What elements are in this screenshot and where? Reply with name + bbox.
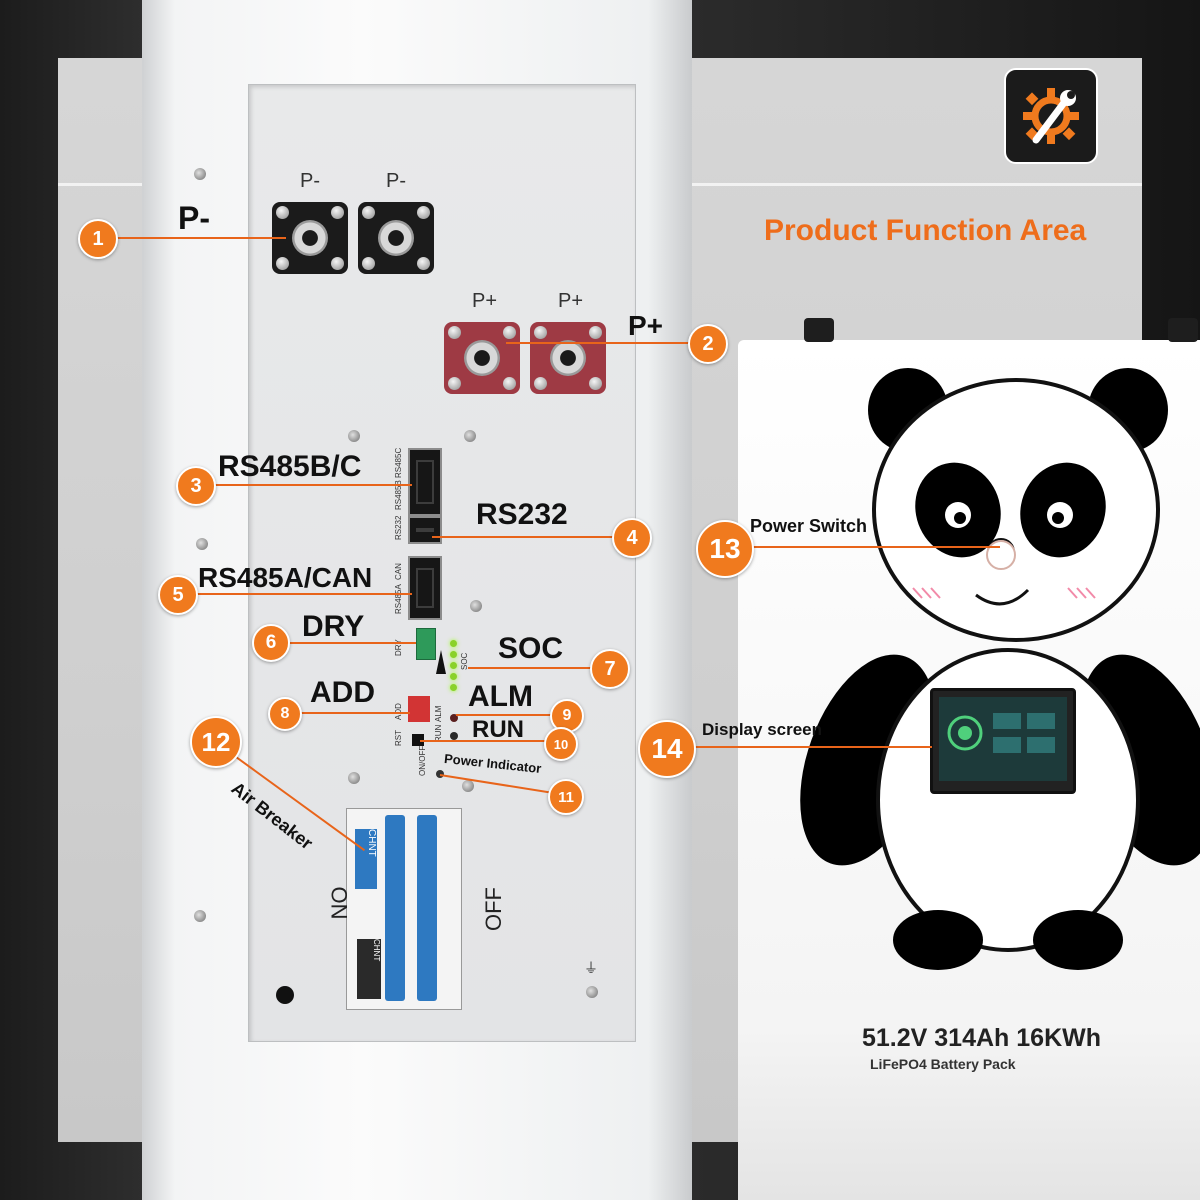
product-spec: 51.2V 314Ah 16KWh <box>862 1024 1101 1052</box>
leader-line-13 <box>720 546 1000 548</box>
rs485bc-port <box>408 448 442 516</box>
callout-badge-14: 14 <box>638 720 696 778</box>
callout-label-5: RS485A/CAN <box>198 562 373 593</box>
panda-illustration <box>800 368 1200 970</box>
callout-badge-13: 13 <box>696 520 754 578</box>
callout-label-4: RS232 <box>476 498 568 531</box>
terminal-label-pos: P+ <box>472 290 498 312</box>
alm-led <box>450 714 458 722</box>
product-subtitle: LiFePO4 Battery Pack <box>870 1056 1016 1072</box>
screw <box>462 780 474 792</box>
soc-led <box>450 640 457 647</box>
callout-badge-8: 8 <box>268 697 302 731</box>
dry-contact-connector <box>416 628 436 660</box>
leader-line-8 <box>284 712 410 714</box>
leader-line-10 <box>420 740 560 742</box>
screw <box>464 430 476 442</box>
soc-led <box>450 651 457 658</box>
callout-badge-4: 4 <box>612 518 652 558</box>
power-switch-button[interactable] <box>986 540 1016 570</box>
air-breaker[interactable]: CHNT CHNT <box>346 808 462 1010</box>
leader-line-7 <box>468 667 608 669</box>
callout-label-14: Display screen <box>702 720 823 739</box>
callout-badge-10: 10 <box>544 727 578 761</box>
callout-label-8: ADD <box>310 676 375 709</box>
display-screen <box>930 688 1076 794</box>
breaker-brand-label: CHNT <box>355 829 377 889</box>
soc-led <box>450 662 457 669</box>
screw <box>470 600 482 612</box>
rs232-port <box>408 516 442 544</box>
callout-badge-5: 5 <box>158 575 198 615</box>
soc-led <box>450 673 457 680</box>
mount-hole <box>276 986 294 1004</box>
soc-indicator-icon <box>436 650 446 674</box>
port-text-rs485c: RS485C <box>394 447 403 478</box>
callout-label-1: P- <box>178 200 210 236</box>
page-title: Product Function Area <box>764 214 1087 247</box>
callout-badge-7: 7 <box>590 649 630 689</box>
terminal-label-neg: P- <box>300 170 320 192</box>
callout-label-7: SOC <box>498 632 564 665</box>
divider-left <box>58 183 142 186</box>
callout-badge-3: 3 <box>176 466 216 506</box>
soc-led <box>450 684 457 691</box>
ground-icon: ⏚ <box>584 960 598 976</box>
callout-badge-2: 2 <box>688 324 728 364</box>
callout-badge-1: 1 <box>78 219 118 259</box>
run-led <box>450 732 458 740</box>
callout-badge-11: 11 <box>548 779 584 815</box>
port-text-on-off: ON/OFF <box>418 745 427 776</box>
positive-terminal <box>444 322 520 394</box>
screw <box>194 910 206 922</box>
callout-label-9: ALM <box>468 680 533 713</box>
port-text-alm: ALM <box>434 705 443 722</box>
port-text-can: CAN <box>394 563 403 580</box>
divider-right <box>692 183 1142 186</box>
reset-button[interactable] <box>412 734 424 746</box>
terminal-label-pos: P+ <box>558 290 584 312</box>
port-text-rst: RST <box>394 730 403 746</box>
callout-label-13: Power Switch <box>750 516 868 536</box>
leader-line-14 <box>666 746 932 748</box>
breaker-off-label: OFF <box>481 887 506 931</box>
screw <box>194 168 206 180</box>
screw <box>196 538 208 550</box>
leader-line-9 <box>456 714 566 716</box>
port-text-rs485a: RS485A <box>394 584 403 614</box>
leader-line-1 <box>96 237 286 239</box>
address-dip-switch[interactable] <box>408 696 430 722</box>
terminal-label-neg: P- <box>386 170 406 192</box>
positive-terminal <box>530 322 606 394</box>
callout-label-6: DRY <box>302 610 365 643</box>
callout-label-2: P+ <box>628 310 664 341</box>
leader-line-5 <box>176 593 412 595</box>
port-text-rs232: RS232 <box>394 515 403 540</box>
screw <box>586 986 598 998</box>
gear-wrench-icon <box>1004 68 1098 164</box>
screw <box>348 430 360 442</box>
callout-label-10: RUN <box>472 716 524 743</box>
leader-line-3 <box>194 484 412 486</box>
breaker-rating-label: CHNT <box>357 939 381 999</box>
callout-label-3: RS485B/C <box>218 450 362 483</box>
callout-badge-12: 12 <box>190 716 242 768</box>
leader-line-2 <box>506 342 706 344</box>
power-indicator-led <box>436 770 444 778</box>
screw <box>348 772 360 784</box>
leader-line-6 <box>268 642 416 644</box>
breaker-on-label: ON <box>326 886 352 920</box>
leader-line-4 <box>432 536 630 538</box>
callout-badge-6: 6 <box>252 624 290 662</box>
rs485a-can-port <box>408 556 442 620</box>
negative-terminal <box>358 202 434 274</box>
